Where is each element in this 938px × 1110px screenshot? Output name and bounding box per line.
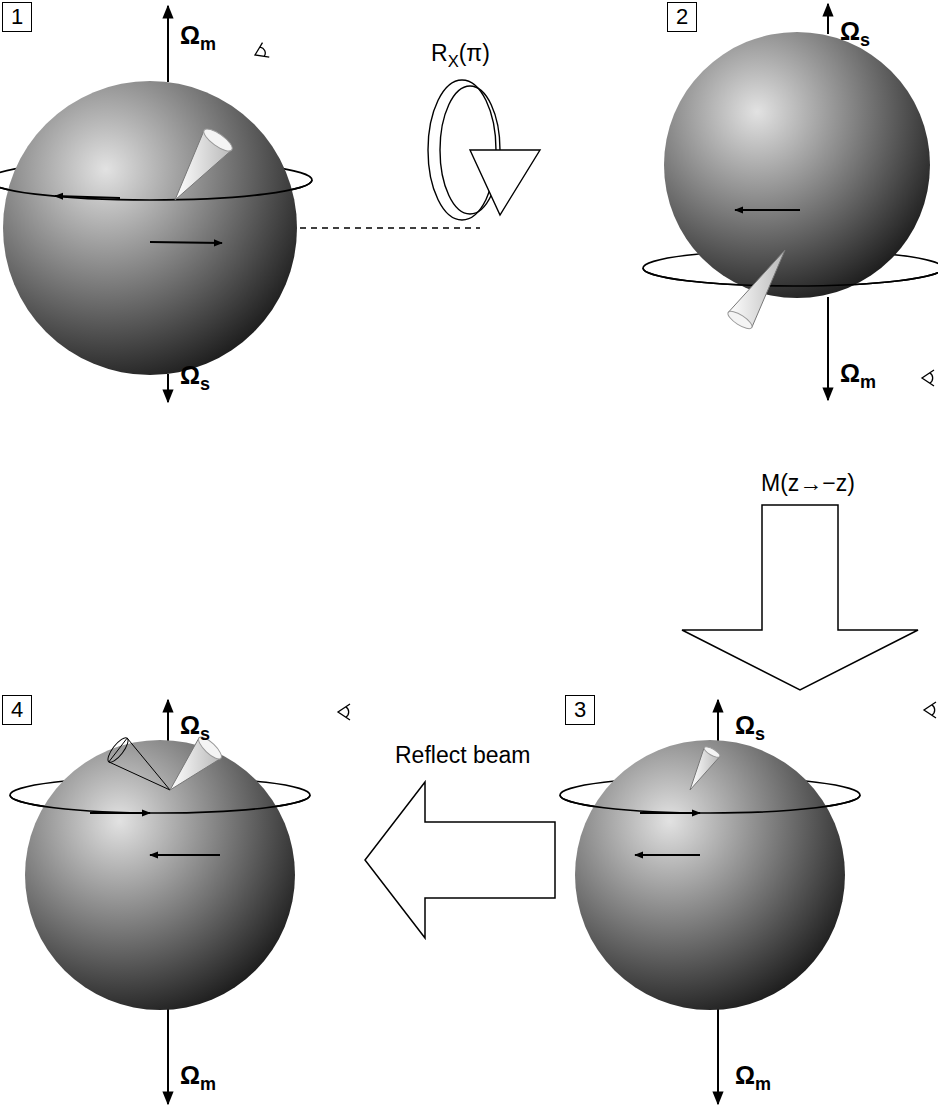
angular-velocity-label: Ωs [180,712,210,740]
orbit-ring-front [560,795,860,813]
transform-block-arrow [365,782,555,938]
surface-arrow [150,242,222,243]
panel: 2ΩsΩm [480,0,938,505]
observer-eye [252,43,270,63]
cone-base [703,745,722,759]
observer-eye [924,702,936,718]
sphere [3,81,297,375]
rotation-axis-arrow [167,1008,169,1104]
surface-arrow [635,854,700,856]
sphere [664,32,930,298]
observer-eye [338,704,350,720]
cone-base [726,308,755,331]
rotation-axis-arrow [827,4,829,34]
panel-number: 2 [667,2,697,32]
rotation-arrowhead [470,150,540,215]
cone-base [201,125,236,154]
transform-label: RX(π) [428,40,493,67]
angular-velocity-label: Ωs [735,712,765,740]
panel-number: 4 [2,695,32,725]
cone [109,738,170,790]
sphere [25,740,295,1010]
transform-label: Reflect beam [392,742,534,769]
angular-velocity-label: Ωm [180,22,216,50]
surface-arrow [735,209,800,211]
panel-number: 1 [2,2,32,32]
rotation-axis-line [300,227,480,228]
rotation-axis-arrow [717,700,719,742]
angular-velocity-label: Ωs [180,362,210,390]
orbit-ring-front [0,180,312,200]
panel: 4ΩsΩm [0,690,365,1110]
surface-arrow [90,812,150,814]
rotation-axis-arrow [167,700,169,742]
panel: 3ΩsΩm [555,690,938,1110]
surface-arrow [55,196,120,198]
surface-arrow [640,812,700,814]
angular-velocity-label: Ωs [840,18,870,46]
orbit-ring-front [10,795,310,813]
orbit-ring-front [643,268,938,286]
transform-label: M(z→−z) [758,470,858,497]
sphere [575,740,845,1010]
panel-number: 3 [565,695,595,725]
panel: 1ΩmΩs [0,0,300,440]
rotation-axis-arrow [717,1008,719,1104]
observer-eye [922,370,934,386]
rotation-axis-arrow [167,6,169,82]
rotation-axis-arrow [827,297,829,400]
cone-base [105,735,132,765]
rotation-axis-arrow [167,374,169,402]
angular-velocity-label: Ωm [840,360,876,388]
surface-arrow [150,854,220,856]
transform-block-arrow [682,505,918,690]
angular-velocity-label: Ωm [735,1062,771,1090]
angular-velocity-label: Ωm [180,1062,216,1090]
